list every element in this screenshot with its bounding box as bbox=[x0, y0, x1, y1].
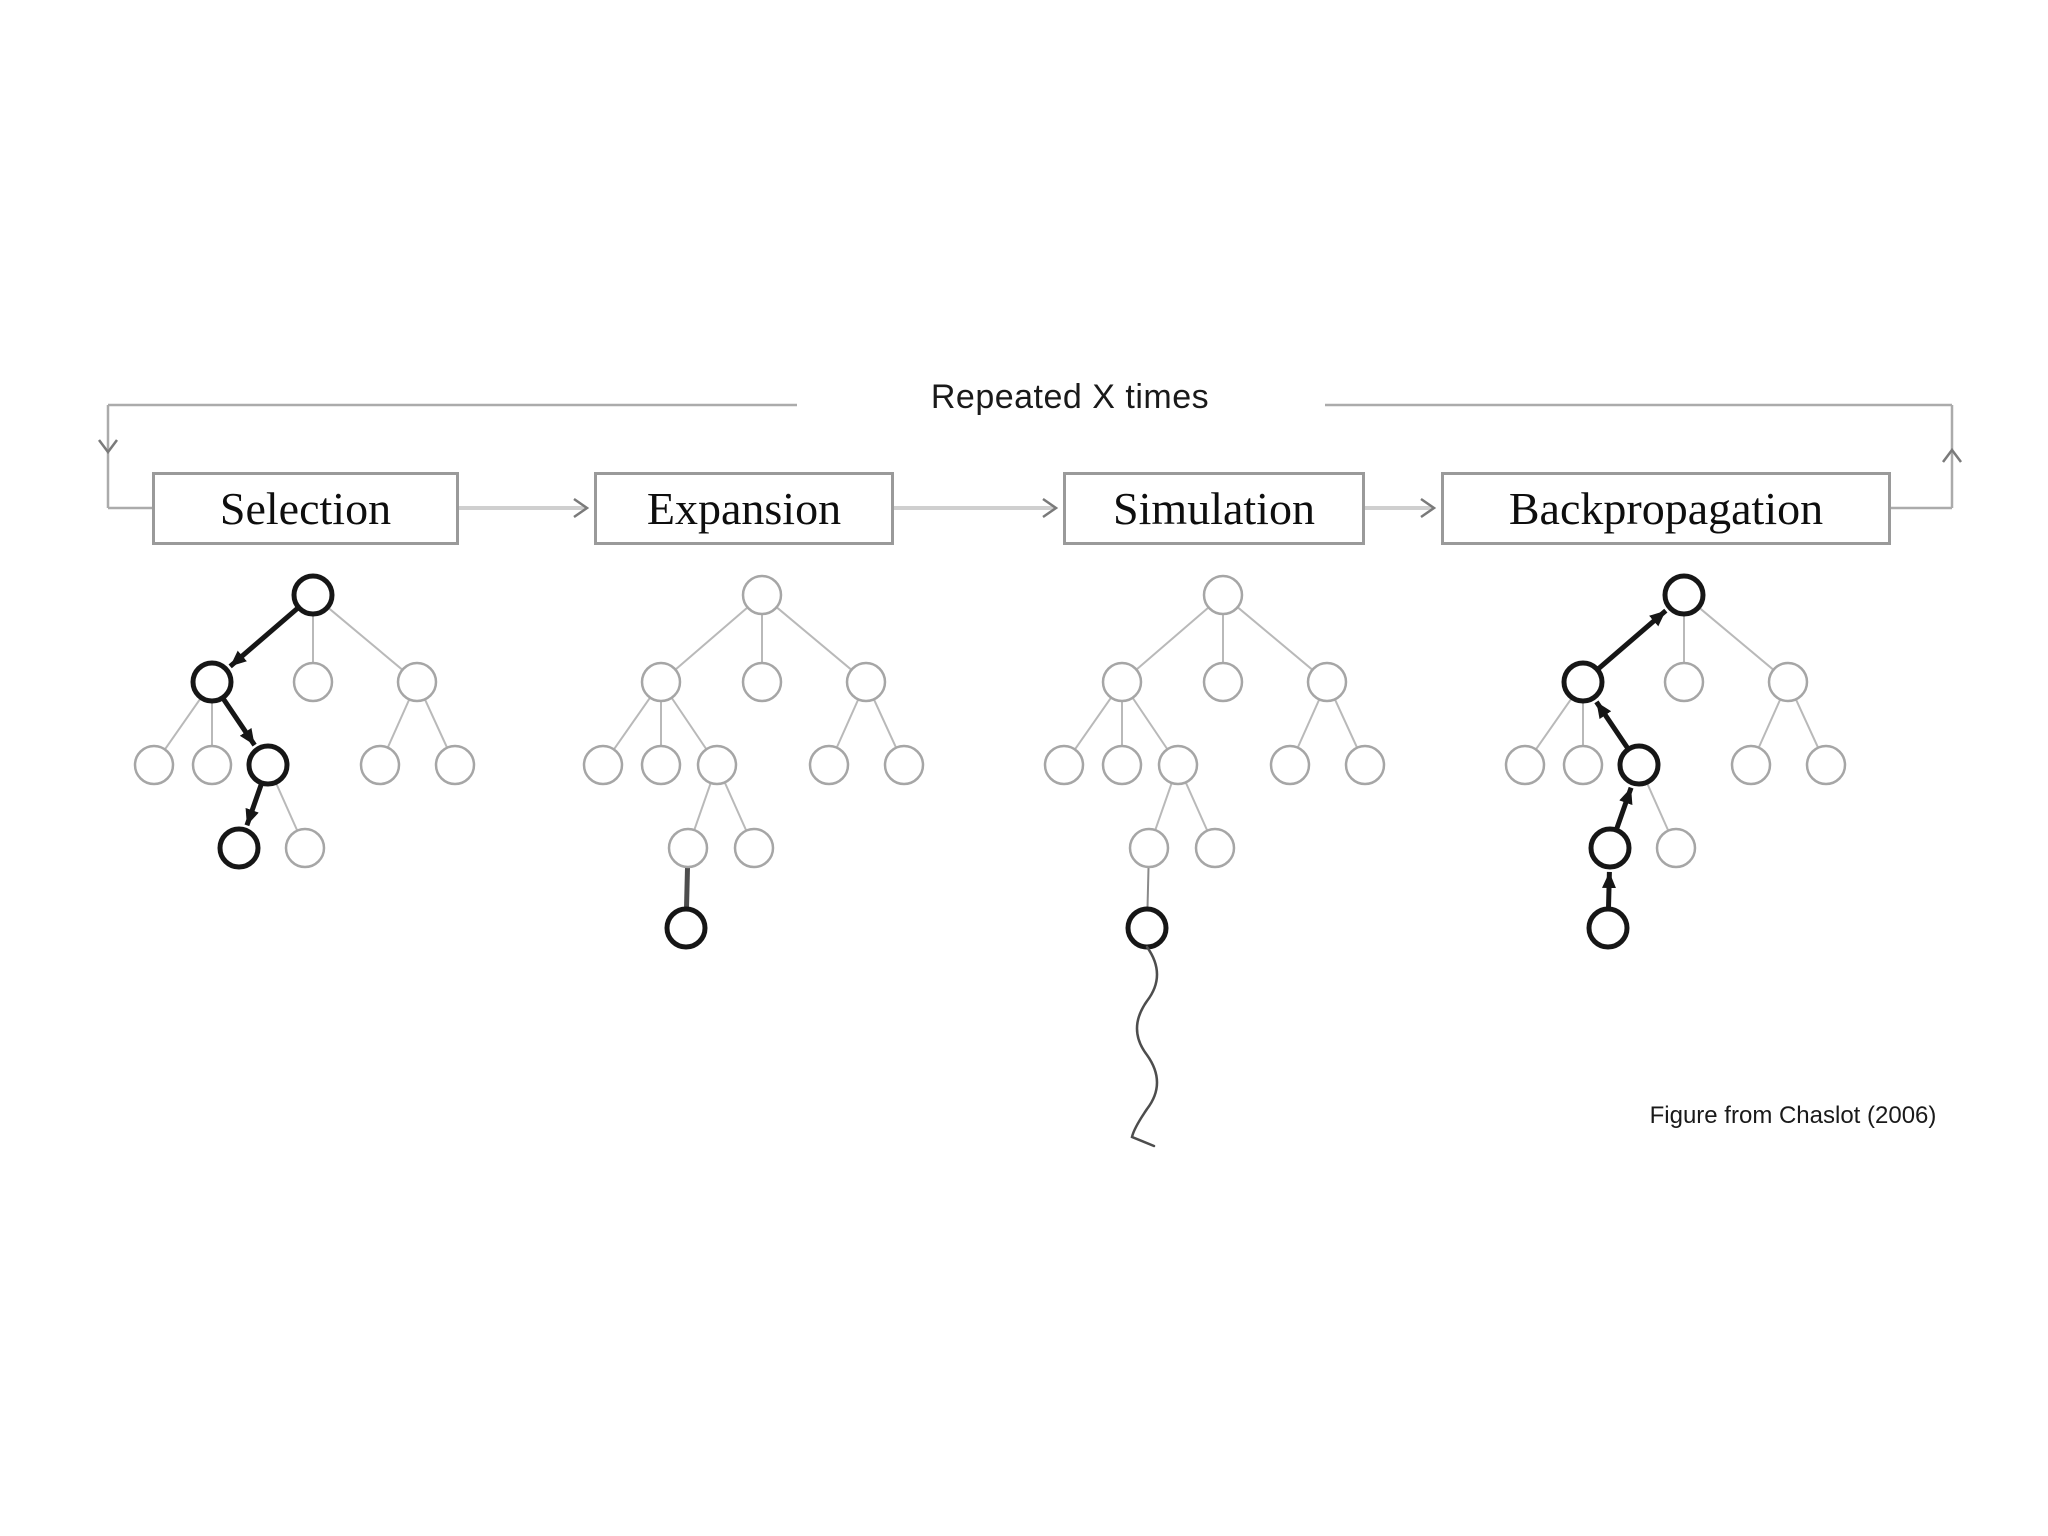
tree-node bbox=[640, 661, 682, 703]
tree-node bbox=[808, 744, 850, 786]
tree-node-bold bbox=[217, 826, 261, 870]
tree-node bbox=[1663, 661, 1705, 703]
tree-node bbox=[133, 744, 175, 786]
tree-edge bbox=[386, 698, 411, 749]
tree-node-bold bbox=[246, 743, 290, 787]
tree-node bbox=[1194, 827, 1236, 869]
tree-edge bbox=[693, 782, 712, 831]
tree-edge bbox=[164, 697, 202, 750]
tree-node bbox=[1562, 744, 1604, 786]
tree-node bbox=[1306, 661, 1348, 703]
tree-node bbox=[191, 744, 233, 786]
tree-edge bbox=[326, 606, 404, 671]
phase-box-simulation: Simulation bbox=[1063, 472, 1365, 545]
tree-node-bold bbox=[1125, 906, 1169, 950]
tree-node bbox=[1043, 744, 1085, 786]
tree-node-bold bbox=[190, 660, 234, 704]
tree-edge bbox=[1135, 606, 1210, 671]
tree-edge bbox=[274, 781, 299, 832]
tree-node-bold bbox=[664, 906, 708, 950]
rollout-squiggle bbox=[1130, 945, 1159, 1148]
tree-edge-expanded bbox=[683, 866, 691, 910]
arrowhead-right-icon bbox=[1420, 497, 1437, 519]
arrowhead-right-icon bbox=[573, 497, 590, 519]
tree-node bbox=[640, 744, 682, 786]
phase-box-backpropagation-label: Backpropagation bbox=[1508, 483, 1824, 534]
tree-node bbox=[1202, 574, 1244, 616]
tree-node-bold bbox=[291, 573, 335, 617]
tree-node bbox=[1805, 744, 1847, 786]
phase-box-simulation-label: Simulation bbox=[1113, 483, 1315, 534]
tree-edge-bold bbox=[1594, 700, 1631, 751]
tree-edge bbox=[1154, 782, 1173, 831]
tree-edge bbox=[674, 606, 749, 671]
arrowhead-up-icon bbox=[1942, 447, 1962, 463]
tree-edge-bold bbox=[1602, 871, 1616, 910]
tree-edge bbox=[1296, 698, 1321, 749]
tree-node bbox=[1730, 744, 1772, 786]
arrowhead-down-icon bbox=[98, 439, 118, 455]
tree-node-bold bbox=[1617, 743, 1661, 787]
tree-node bbox=[741, 574, 783, 616]
tree-edge bbox=[424, 698, 448, 749]
tree-node bbox=[1655, 827, 1697, 869]
tree-node bbox=[1767, 661, 1809, 703]
tree-edge bbox=[1757, 698, 1782, 749]
tree-edge-bold bbox=[228, 605, 301, 669]
tree-edge bbox=[723, 781, 748, 832]
tree-edge-bold bbox=[220, 696, 257, 747]
tree-node-bold bbox=[1588, 826, 1632, 870]
repeat-label: Repeated X times bbox=[930, 378, 1210, 416]
tree-node bbox=[696, 744, 738, 786]
tree-edge bbox=[1645, 781, 1670, 832]
arrowhead-right-icon bbox=[1042, 497, 1059, 519]
tree-edge bbox=[873, 698, 897, 749]
tree-node bbox=[1101, 661, 1143, 703]
tree-edge bbox=[613, 697, 651, 750]
tree-edge bbox=[1697, 606, 1775, 671]
tree-node bbox=[359, 744, 401, 786]
tree-node-bold bbox=[1586, 906, 1630, 950]
tree-node bbox=[1269, 744, 1311, 786]
tree-edge bbox=[1795, 698, 1819, 749]
tree-node bbox=[845, 661, 887, 703]
phase-box-expansion-label: Expansion bbox=[646, 483, 842, 534]
tree-node bbox=[667, 827, 709, 869]
tree-edge bbox=[1334, 698, 1358, 749]
tree-node bbox=[741, 661, 783, 703]
tree-edge bbox=[1184, 781, 1209, 832]
tree-node-bold bbox=[1662, 573, 1706, 617]
tree-edge-expanded bbox=[1146, 866, 1150, 910]
tree-node bbox=[1344, 744, 1386, 786]
tree-node bbox=[1202, 661, 1244, 703]
phase-box-expansion: Expansion bbox=[594, 472, 894, 545]
tree-edge-bold bbox=[244, 782, 265, 827]
figure-caption: Figure from Chaslot (2006) bbox=[1649, 1102, 1937, 1129]
tree-edge bbox=[670, 697, 708, 750]
tree-edge bbox=[1131, 697, 1169, 750]
tree-edge bbox=[1535, 697, 1573, 750]
tree-edge bbox=[1236, 606, 1314, 671]
tree-node bbox=[396, 661, 438, 703]
phase-box-selection-label: Selection bbox=[219, 483, 392, 534]
tree-node bbox=[883, 744, 925, 786]
tree-node bbox=[1504, 744, 1546, 786]
phase-box-backpropagation: Backpropagation bbox=[1441, 472, 1891, 545]
tree-node bbox=[292, 661, 334, 703]
tree-node bbox=[1128, 827, 1170, 869]
tree-node-bold bbox=[1561, 660, 1605, 704]
tree-edge bbox=[775, 606, 853, 671]
tree-edge bbox=[1074, 697, 1112, 750]
tree-node bbox=[284, 827, 326, 869]
tree-node bbox=[434, 744, 476, 786]
tree-edge-bold bbox=[1595, 608, 1668, 672]
tree-edge-bold bbox=[1613, 786, 1634, 831]
tree-node bbox=[1101, 744, 1143, 786]
tree-node bbox=[582, 744, 624, 786]
tree-edge bbox=[835, 698, 860, 749]
tree-node bbox=[1157, 744, 1199, 786]
tree-node bbox=[733, 827, 775, 869]
phase-box-selection: Selection bbox=[152, 472, 459, 545]
